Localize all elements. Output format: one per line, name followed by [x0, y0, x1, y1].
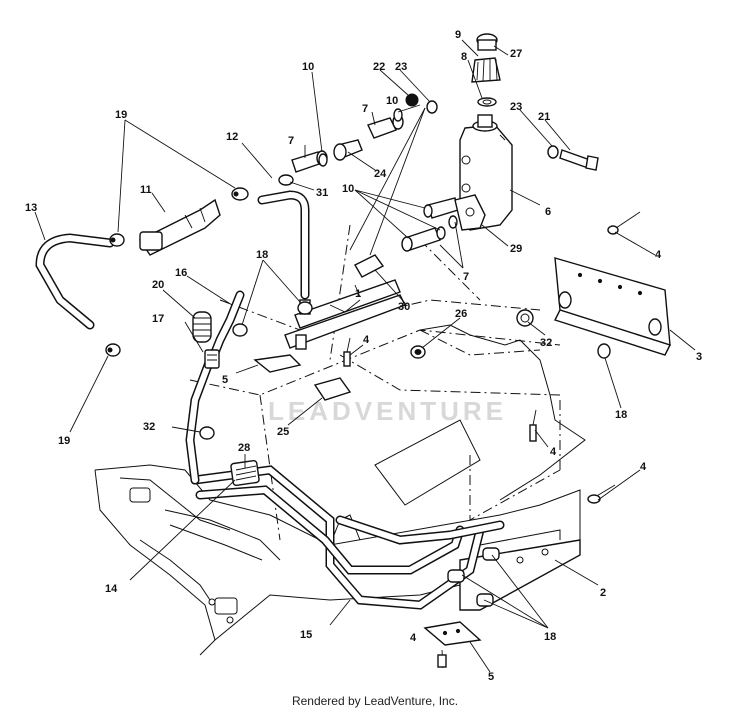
watermark: LEADVENTURE — [268, 396, 507, 426]
fitting-30 — [354, 254, 385, 278]
clamp-18-b — [232, 323, 248, 337]
clamp-18-d — [447, 547, 500, 607]
grommet-26 — [410, 345, 426, 359]
callout-11: 11 — [140, 184, 152, 196]
heat-exchanger-1 — [284, 279, 406, 350]
spring-20 — [192, 311, 212, 343]
bushing-32-a — [516, 309, 534, 327]
elbow-24 — [333, 139, 363, 161]
callout-17: 17 — [152, 313, 164, 325]
callout-4: 4 — [550, 446, 557, 458]
callout-18: 18 — [615, 409, 627, 421]
washer-23-b — [426, 100, 438, 114]
callout-7: 7 — [362, 103, 368, 115]
nipple-22 — [405, 93, 419, 107]
callout-2: 2 — [600, 587, 606, 599]
callout-6: 6 — [545, 206, 551, 218]
rivet-4-c — [529, 409, 537, 442]
plate-5-lower — [423, 621, 482, 646]
callout-31: 31 — [316, 187, 328, 199]
thermostat-housing-11 — [138, 198, 221, 256]
callout-10: 10 — [342, 183, 354, 195]
callout-8: 8 — [461, 51, 467, 63]
leader-lines — [34, 39, 696, 673]
callout-21: 21 — [538, 111, 550, 123]
callout-30: 30 — [398, 301, 410, 313]
callout-27: 27 — [510, 48, 522, 60]
callout-12: 12 — [226, 131, 238, 143]
callout-15: 15 — [300, 629, 312, 641]
callout-7: 7 — [463, 271, 469, 283]
clamp-19-c — [105, 343, 121, 357]
callout-18: 18 — [544, 631, 556, 643]
hose-12 — [257, 190, 310, 300]
callout-3: 3 — [696, 351, 702, 363]
callout-labels: 1 2 3 4 4 4 4 4 5 5 6 7 7 7 8 9 10 10 10… — [25, 29, 702, 683]
callout-25: 25 — [277, 426, 289, 438]
callout-14: 14 — [105, 583, 118, 595]
callout-23: 23 — [510, 101, 522, 113]
bolt-21 — [559, 149, 599, 171]
callout-28: 28 — [238, 442, 250, 454]
callout-16: 16 — [175, 267, 187, 279]
callout-5: 5 — [222, 374, 228, 386]
rivet-4-b — [343, 337, 351, 367]
callout-22: 22 — [373, 61, 385, 73]
rivet-4-a — [607, 211, 641, 235]
seal-27 — [476, 33, 498, 51]
clamp-19-b — [231, 187, 249, 201]
clamp-19-a — [109, 233, 125, 247]
rivet-4-e — [437, 649, 447, 669]
tunnel-chassis — [94, 224, 586, 656]
callout-10: 10 — [386, 95, 398, 107]
callout-7: 7 — [288, 135, 294, 147]
clamp-31 — [278, 174, 294, 186]
callout-13: 13 — [25, 202, 37, 214]
callout-23: 23 — [395, 61, 407, 73]
washer-23-a — [547, 145, 559, 159]
rear-bracket-3 — [554, 257, 671, 356]
clamp-18-c — [597, 343, 611, 359]
hose-clamp-10-upper — [318, 108, 403, 167]
callout-26: 26 — [455, 308, 467, 320]
callout-19: 19 — [115, 109, 127, 121]
callout-9: 9 — [455, 29, 461, 41]
hose-13 — [35, 233, 115, 330]
callout-4: 4 — [363, 334, 370, 346]
callout-5: 5 — [488, 671, 494, 683]
callout-19: 19 — [58, 435, 70, 447]
hose-clamp-10-lower — [436, 215, 458, 240]
callout-1: 1 — [355, 288, 361, 300]
hose-17 — [185, 355, 215, 485]
callout-18: 18 — [256, 249, 268, 261]
plate-5-upper — [253, 354, 302, 373]
callout-4: 4 — [655, 249, 662, 261]
filler-cap-9 — [471, 57, 501, 83]
footer-credit: Rendered by LeadVenture, Inc. — [291, 694, 459, 708]
callout-4: 4 — [640, 461, 647, 473]
callout-29: 29 — [510, 243, 522, 255]
tee-29 — [454, 194, 486, 231]
hose-16 — [204, 290, 245, 369]
clamp-18-a — [297, 301, 313, 315]
gasket-8 — [477, 97, 497, 107]
rivet-4-d — [587, 484, 616, 504]
callout-10: 10 — [302, 61, 314, 73]
bushing-32-b — [199, 426, 215, 440]
callout-4: 4 — [410, 632, 417, 644]
callout-32: 32 — [540, 337, 552, 349]
callout-32: 32 — [143, 421, 155, 433]
bracket-25 — [313, 377, 352, 401]
callout-20: 20 — [152, 279, 164, 291]
callout-24: 24 — [374, 168, 387, 180]
